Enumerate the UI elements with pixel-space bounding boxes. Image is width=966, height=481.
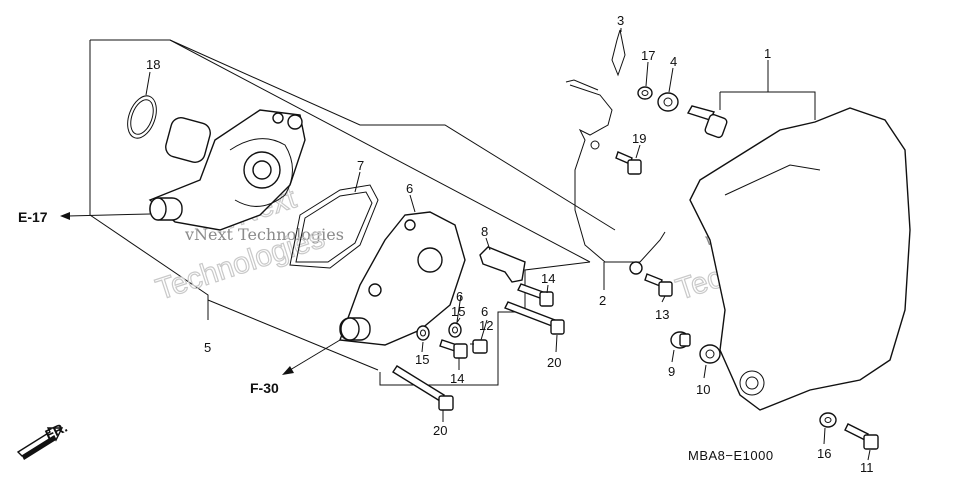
callout-13: 13 [655,307,669,322]
gasket-part-7 [289,171,379,269]
callout-4: 4 [670,54,677,69]
bolt-part-14-upper [517,283,554,307]
callout-14-upper: 14 [541,271,555,286]
callout-15-lower: 15 [415,352,429,367]
bolt-part-14-lower [439,339,468,359]
water-pump-part-5 [148,109,306,320]
grommet-part-10 [699,344,721,364]
callout-11: 11 [860,460,874,475]
washer-part-15-b [416,325,430,341]
bolt-part-20-long [392,365,454,411]
bolt-part-12 [470,339,488,354]
bolt-part-20-middle [504,301,565,335]
callout-16: 16 [817,446,831,461]
callout-17: 17 [641,48,655,63]
callout-14-lower: 14 [450,371,464,386]
callout-18: 18 [146,57,160,72]
front-arrow-icon [16,427,64,460]
callout-12: 12 [479,318,493,333]
callout-6-mid: 6 [481,304,488,319]
callout-19: 19 [632,131,646,146]
callout-2: 2 [599,293,606,308]
leader-lines [421,28,871,461]
o-ring-part-18 [127,71,157,139]
reference-f30: F-30 [250,380,279,396]
reference-e17: E-17 [18,209,48,225]
bracket-part-8 [479,237,526,283]
callout-6-lower: 6 [456,289,463,304]
cover-part-1 [686,91,911,411]
arrow-f30-icon [282,339,341,375]
strap-part-2 [565,79,666,275]
callout-1: 1 [764,46,771,61]
bolt-part-13 [644,273,673,297]
callout-7: 7 [357,158,364,173]
washer-part-15-a [448,322,462,338]
callout-6-top: 6 [406,181,413,196]
svg-text:vNext Technologies: vNext Technologies [184,225,344,244]
bolt-part-11 [844,423,879,450]
pump-cover-part-6 [339,194,466,346]
grommet-part-4 [657,92,679,112]
callout-20-lower: 20 [433,423,447,438]
group-frame [89,39,616,386]
callout-10: 10 [696,382,710,397]
washer-part-16 [819,412,837,428]
callout-3: 3 [617,13,624,28]
clip-part-3 [611,29,626,77]
bolt-part-19 [615,151,642,175]
grommet-part-9 [670,331,691,349]
callout-15-upper: 15 [451,304,465,319]
diagram-code: MBA8−E1000 [688,448,774,463]
callout-20-middle: 20 [547,355,561,370]
front-label: FR. [43,419,70,443]
callout-8: 8 [481,224,488,239]
callout-9: 9 [668,364,675,379]
callout-5: 5 [204,340,211,355]
arrow-e17-icon [60,212,151,220]
washer-part-17 [637,86,653,100]
